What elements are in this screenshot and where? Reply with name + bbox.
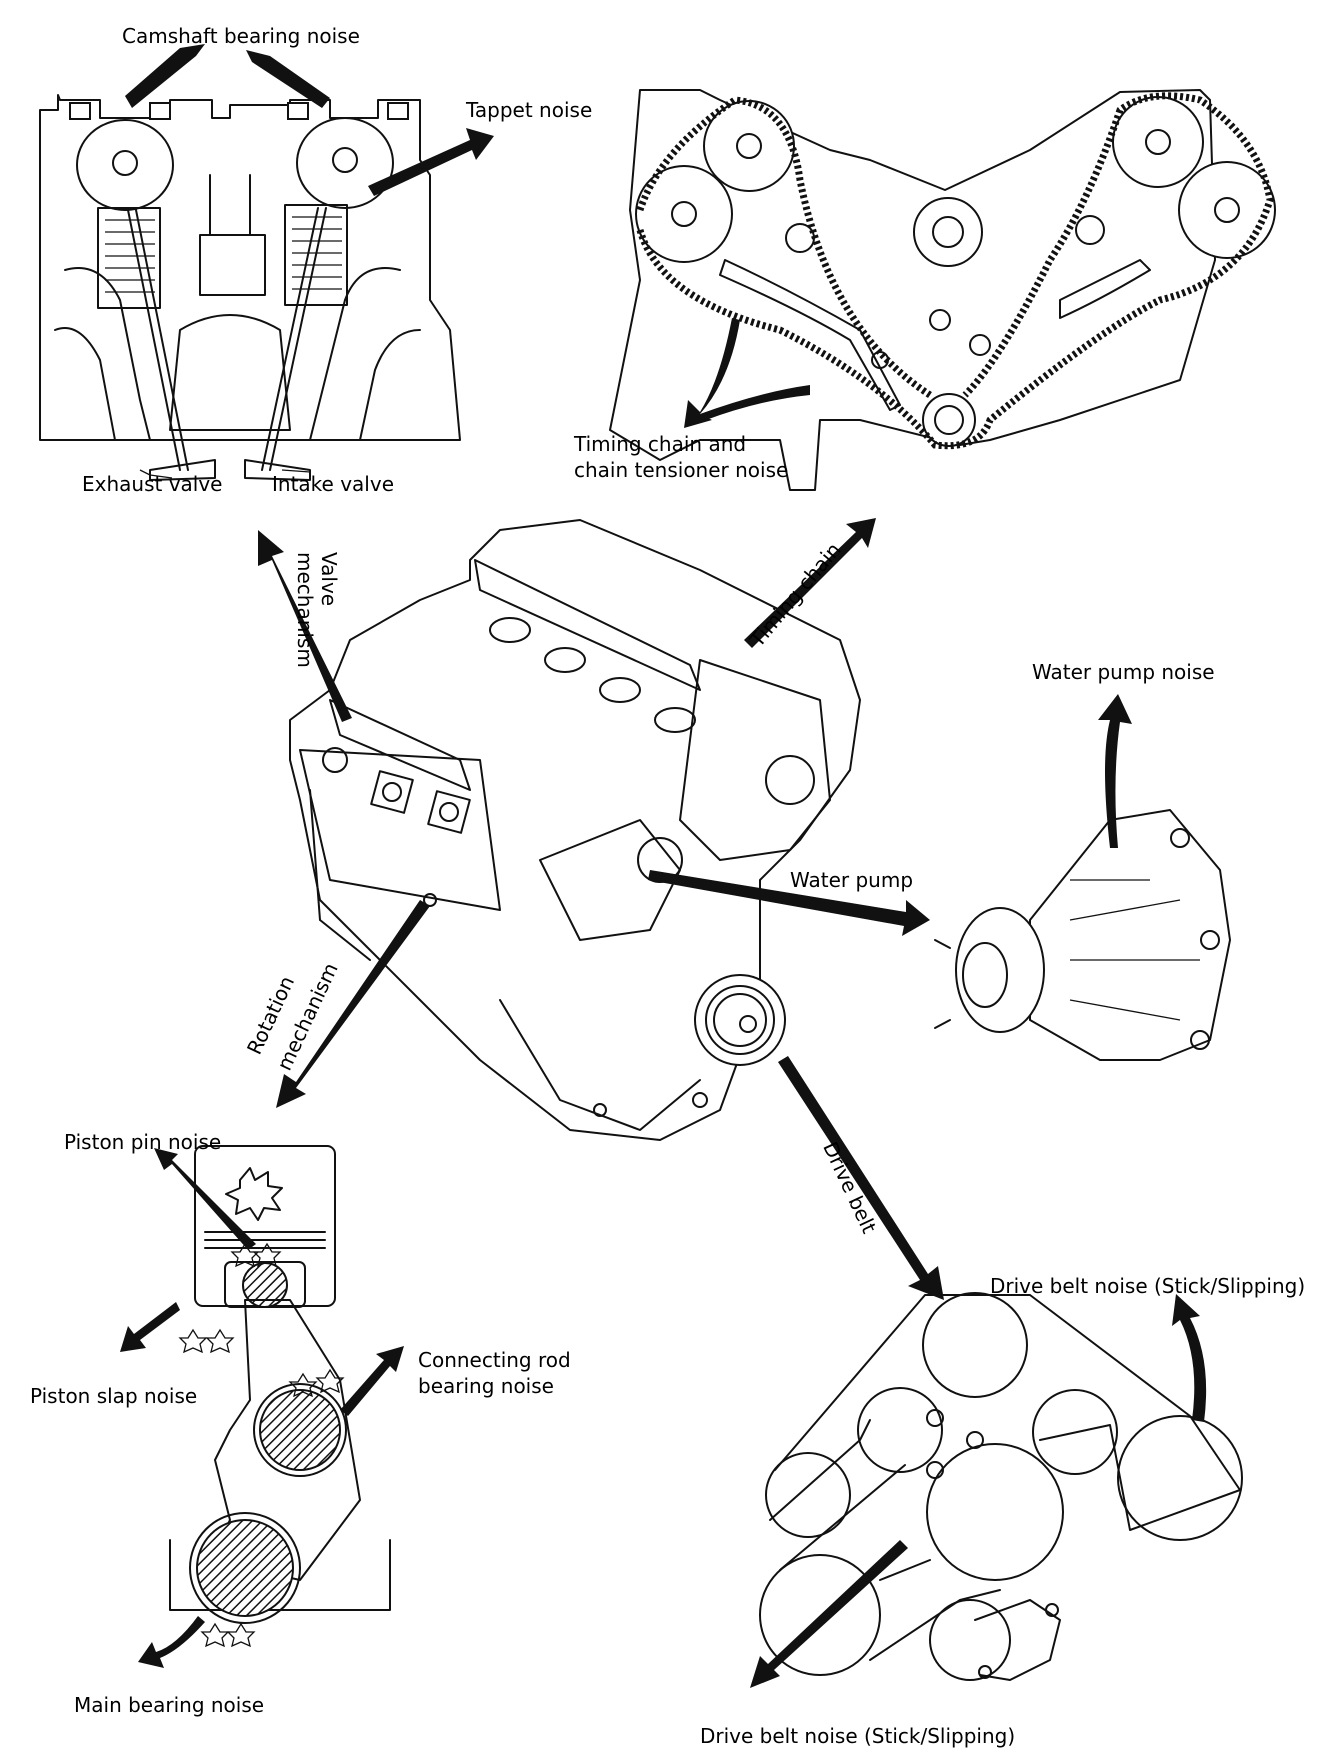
exhaust-camshaft <box>76 119 174 211</box>
drive-belt-arrow <box>778 1056 944 1300</box>
exhaust-valve-label: Exhaust valve <box>82 472 223 496</box>
camshaft-noise-arrow-right <box>246 50 330 108</box>
intake-camshaft <box>296 117 394 209</box>
piston-drawing <box>169 1145 391 1648</box>
valve-mechanism-arrow <box>258 530 352 722</box>
water-pump-noise-label: Water pump noise <box>1032 660 1215 684</box>
tappet-noise-label: Tappet noise <box>466 98 593 122</box>
timing-chain-noise-arrow <box>684 318 740 428</box>
drive-belt-noise-bottom-label: Drive belt noise (Stick/Slipping) <box>700 1724 1016 1748</box>
rotation-mechanism-arrow <box>276 900 430 1108</box>
valve-mechanism-label-line1: Valve <box>317 552 341 607</box>
drive-belt-noise-bottom-arrow <box>750 1540 908 1688</box>
connecting-rod-bearing <box>259 1389 341 1471</box>
valve-mechanism-label-line2: mechanism <box>293 552 317 668</box>
drive-belt-noise-top-arrow <box>1172 1294 1207 1422</box>
timing-chain-arrow <box>744 518 876 648</box>
main-bearing-noise-label: Main bearing noise <box>74 1693 265 1717</box>
connecting-rod-noise-arrow <box>340 1346 404 1416</box>
water-pump-drawing <box>934 809 1231 1061</box>
intake-valve-label: Intake valve <box>272 472 394 496</box>
piston-pin-noise-label: Piston pin noise <box>64 1130 222 1154</box>
water-pump-label: Water pump <box>790 868 914 892</box>
water-pump-noise-arrow <box>1098 694 1132 848</box>
piston-slap-noise-label: Piston slap noise <box>30 1384 198 1408</box>
intake-valve-head <box>244 459 311 481</box>
timing-chain-drawing <box>609 89 1276 491</box>
piston-pin-noise-arrow <box>154 1148 256 1250</box>
alternator-pulley <box>922 1292 1028 1398</box>
connecting-rod-bearing-noise-label-line2: bearing noise <box>418 1374 554 1398</box>
drive-belt-drawing <box>759 1292 1243 1681</box>
tappet-noise-arrow <box>368 128 494 196</box>
connecting-rod-bearing-noise-label-line1: Connecting rod <box>418 1348 571 1372</box>
piston-slap-noise-arrow <box>120 1302 180 1352</box>
camshaft-noise-arrow-left <box>125 44 205 108</box>
cylinder-head-drawing <box>39 94 461 481</box>
camshaft-bearing-noise-label: Camshaft bearing noise <box>122 24 360 48</box>
main-bearing-noise-arrow <box>138 1616 205 1668</box>
water-pump-arrow <box>648 870 930 936</box>
intake-valve-spring <box>261 204 348 471</box>
timing-chain-noise-label-line2: chain tensioner noise <box>574 458 789 482</box>
main-bearing <box>196 1519 294 1617</box>
timing-chain-noise-label-line1: Timing chain and <box>574 432 747 456</box>
drive-belt-noise-top-label: Drive belt noise (Stick/Slipping) <box>990 1274 1306 1298</box>
exhaust-valve-head <box>149 459 216 481</box>
